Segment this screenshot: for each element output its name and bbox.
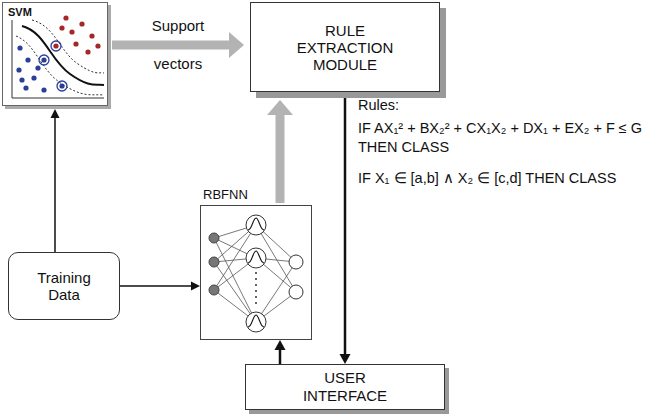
connector <box>267 100 293 203</box>
node-label: SVM <box>8 6 32 18</box>
svm-box: SVM <box>2 2 108 106</box>
edge-label: Support vectors <box>152 7 205 83</box>
rbf-neurons <box>209 215 303 332</box>
arrow-head <box>191 282 200 291</box>
node-label: USER INTERFACE <box>291 369 399 405</box>
rule-text: IF X₁ ∈ [a,b] ∧ X₂ ∈ [c,d] THEN CLASS <box>358 169 650 188</box>
node-label: RULE EXTRACTION MODULE <box>289 22 401 73</box>
node-label: Training Data <box>27 269 101 303</box>
connector-line <box>344 98 347 354</box>
arrow-head <box>51 109 60 118</box>
connector-line <box>112 41 229 50</box>
connector-line <box>120 285 191 287</box>
rules-heading: Rules: <box>358 96 650 115</box>
connector <box>112 32 244 58</box>
arrow-head <box>229 32 244 58</box>
connector-line <box>279 350 282 364</box>
connector <box>120 282 200 291</box>
rbf-network <box>214 225 296 322</box>
arrow-head <box>267 100 293 115</box>
interface-box: USER INTERFACE <box>245 364 445 410</box>
connector <box>51 109 60 252</box>
rule-text: IF AX₁² + BX₂² + CX₁X₂ + DX₁ + EX₂ + F ≤… <box>358 119 650 157</box>
network-heading: RBFNN <box>203 187 248 202</box>
connector <box>340 98 351 364</box>
data-box: Training Data <box>8 252 120 320</box>
connector-line <box>276 115 285 203</box>
rules-block: Rules: IF AX₁² + BX₂² + CX₁X₂ + DX₁ + EX₂… <box>358 96 650 199</box>
network-box: RBFNN <box>200 205 312 340</box>
arrow-head <box>275 340 286 350</box>
arrow-head <box>340 354 351 364</box>
svm-plot <box>12 15 104 98</box>
connector-line <box>54 118 56 252</box>
connector <box>275 340 286 364</box>
process-box: RULE EXTRACTION MODULE <box>250 2 440 92</box>
